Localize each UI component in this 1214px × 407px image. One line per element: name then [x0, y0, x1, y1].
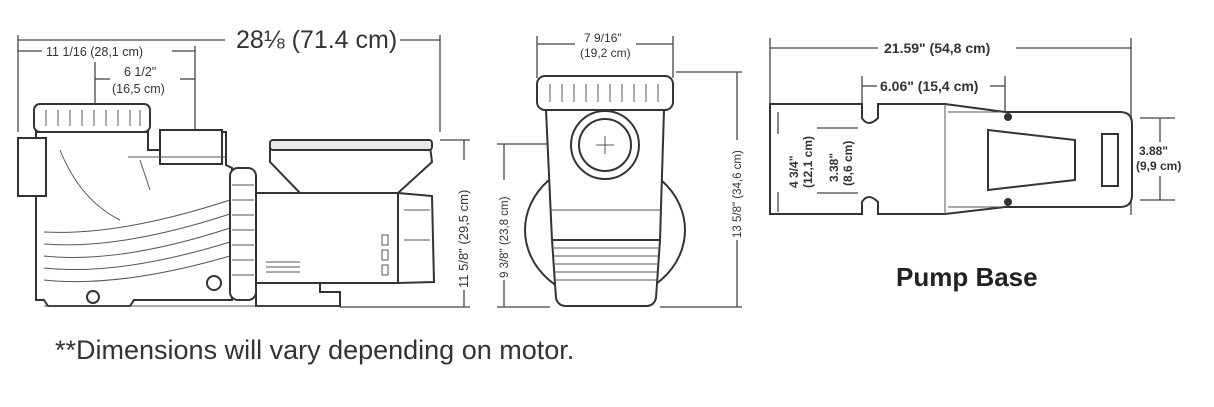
pump-bowl	[550, 239, 662, 307]
inlet-port	[17, 137, 47, 197]
base-length-label: 21.59" (54,8 cm)	[884, 40, 990, 56]
inlet-offset-label: 11 1/16 (28,1 cm)	[46, 45, 143, 59]
base-end-slot	[1101, 133, 1119, 187]
motor-body	[255, 192, 399, 284]
dimensions-footnote: **Dimensions will vary depending on moto…	[55, 335, 575, 365]
front-width-label-1: 7 9/16"	[584, 31, 622, 45]
drain-plug-right	[206, 275, 222, 291]
outlet-port	[159, 129, 223, 165]
inner-width-label-2: (8,6 cm)	[841, 141, 855, 186]
base-plate	[769, 103, 1133, 215]
inner-width-label-1: 3.38"	[827, 153, 841, 182]
bowl-ribs	[550, 209, 662, 281]
pump-base-title: Pump Base	[896, 262, 1038, 292]
pump-base-view: 21.59" (54,8 cm) 6.06" (15,4 cm) 4 3/4" …	[769, 38, 1181, 215]
slot-offset-label: 6.06" (15,4 cm)	[880, 78, 978, 94]
motor-end-cap	[397, 191, 436, 285]
motor-details	[266, 209, 430, 276]
coupling-ribs	[232, 184, 254, 276]
inlet-spacing-label-2: (16,5 cm)	[112, 82, 165, 96]
motor-foot	[255, 282, 341, 307]
lid-ribs	[45, 110, 141, 126]
inlet-height-label: 9 3/8" (23,8 cm)	[499, 196, 511, 278]
overall-length-label: 28⅛ (71.4 cm)	[236, 26, 397, 54]
motor-cover-lid	[269, 139, 433, 151]
base-trapezoid-slot	[987, 128, 1076, 192]
end-width-label-1: 3.88"	[1139, 144, 1168, 158]
overall-height-label: 13 5/8" (34,6 cm)	[732, 150, 744, 238]
inlet-spacing-label-1: 6 1/2"	[124, 65, 156, 79]
front-lid-ribs	[549, 84, 659, 102]
pump-housing	[35, 131, 233, 307]
outer-width-label-1: 4 3/4"	[787, 156, 801, 188]
front-lid	[536, 75, 674, 111]
strainer-lid	[33, 103, 151, 133]
mount-hole-top	[1004, 113, 1012, 121]
front-width-label-2: (19,2 cm)	[580, 46, 631, 60]
front-view: 7 9/16" (19,2 cm) 9 3/8" (23,8 cm) 13 5/…	[497, 31, 744, 308]
height-label: 11 5/8" (29,5 cm)	[456, 190, 471, 288]
drain-plug-left	[86, 290, 100, 304]
end-width-label-2: (9,9 cm)	[1136, 159, 1181, 173]
motor-top-cover	[269, 145, 434, 194]
mount-hole-bottom	[1004, 198, 1012, 206]
housing-curves	[43, 149, 231, 283]
motor-coupling-ring	[229, 167, 257, 301]
outer-width-label-2: (12,1 cm)	[801, 136, 815, 188]
side-view: 28⅛ (71.4 cm) 11 1/16 (28,1 cm) 6 1/2" (…	[17, 26, 471, 308]
